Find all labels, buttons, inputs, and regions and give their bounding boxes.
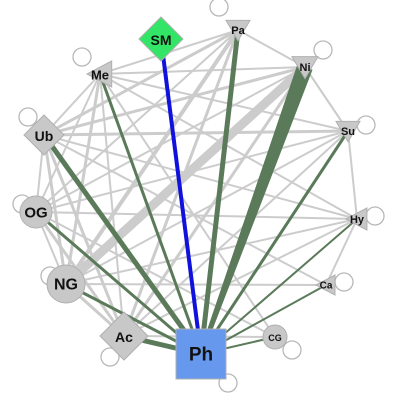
node-shape-square: [175, 328, 227, 380]
self-loop-pa: [209, 0, 229, 17]
node-shape-triangle-left: [85, 60, 113, 88]
edge-su-ni: [304, 66, 349, 132]
edge-ng-ca: [65, 283, 327, 286]
node-label: CG: [268, 333, 282, 343]
node-label: Ni: [300, 62, 311, 74]
edge-ub-ca: [43, 134, 327, 286]
node-shape-diamond: [99, 311, 149, 361]
self-loop-ac: [100, 347, 120, 367]
node-me[interactable]: Me: [85, 60, 113, 88]
node-shape-triangle-down: [335, 120, 361, 143]
node-shape-circle: [19, 195, 53, 229]
edge-ph-og: [35, 210, 202, 356]
node-shape-diamond: [138, 16, 184, 62]
edge-ph-ni: [199, 64, 313, 355]
edge-ub-ac: [42, 134, 126, 337]
edge-ub-ng: [42, 134, 68, 285]
edge-ni-me: [99, 66, 306, 75]
self-loop-cg: [282, 340, 302, 360]
edge-ph-sm: [159, 38, 203, 355]
node-hy[interactable]: Hy: [344, 207, 368, 231]
node-sm[interactable]: SM: [138, 16, 184, 62]
node-label: Me: [91, 68, 109, 83]
edge-ph-ub: [41, 133, 204, 356]
node-cg[interactable]: CG: [262, 324, 288, 350]
edge-hy-ca: [325, 218, 358, 286]
edge-og-hy: [35, 211, 358, 220]
edge-ni-ub: [43, 65, 306, 137]
edge-ph-me: [98, 73, 203, 355]
edge-me-ng: [64, 73, 102, 285]
self-loop-su: [356, 115, 376, 135]
edge-ng-su: [65, 130, 349, 285]
node-shape-circle: [46, 264, 86, 304]
edge-ph-pa: [198, 29, 241, 355]
self-loop-hy: [365, 206, 385, 226]
node-pa[interactable]: Pa: [225, 19, 251, 42]
node-shape-circle: [262, 324, 288, 350]
edge-ac-hy: [123, 218, 358, 337]
edge-pa-ni: [237, 29, 306, 68]
self-loop-ca: [334, 272, 354, 292]
node-shape-diamond: [23, 114, 65, 156]
edge-me-su: [99, 73, 349, 132]
edge-su-hy: [347, 130, 358, 220]
edge-me-cg: [99, 73, 276, 338]
highlight-edge-layer: [35, 29, 358, 357]
node-ng[interactable]: NG: [46, 264, 86, 304]
node-label: OG: [24, 205, 47, 222]
node-shape-triangle-left: [314, 274, 336, 296]
node-shape-triangle-left: [344, 207, 368, 231]
node-label: Pa: [231, 25, 245, 37]
node-ac[interactable]: Ac: [99, 311, 149, 361]
edge-me-og: [35, 73, 101, 213]
node-og[interactable]: OG: [19, 195, 53, 229]
node-label: Ca: [320, 281, 333, 292]
node-shape-triangle-down: [291, 56, 319, 80]
node-label: Ac: [115, 329, 133, 345]
node-label: Ub: [35, 128, 54, 144]
node-label: Ph: [189, 345, 213, 366]
node-ub[interactable]: Ub: [23, 114, 65, 156]
edge-pa-og: [35, 29, 239, 213]
node-label: Su: [341, 126, 355, 138]
self-loop-ni: [313, 40, 333, 60]
node-label: SM: [151, 32, 172, 48]
node-ni[interactable]: Ni: [291, 56, 319, 80]
node-ca[interactable]: Ca: [314, 274, 336, 296]
self-loop-ph: [218, 373, 238, 393]
edge-ub-hy: [43, 134, 358, 220]
edge-og-cg: [35, 211, 276, 338]
self-loop-me: [72, 47, 92, 67]
edge-me-hy: [99, 73, 358, 220]
edge-ub-su: [43, 129, 349, 137]
node-label: Hy: [350, 214, 365, 226]
edge-ph-hy: [200, 218, 358, 355]
node-label: NG: [54, 277, 78, 294]
node-su[interactable]: Su: [335, 120, 361, 143]
node-shape-triangle-down: [225, 19, 251, 42]
node-ph[interactable]: Ph: [175, 328, 227, 380]
self-loop-ub: [18, 107, 38, 127]
edge-ph-su: [199, 130, 350, 355]
edge-me-ac: [99, 73, 125, 337]
